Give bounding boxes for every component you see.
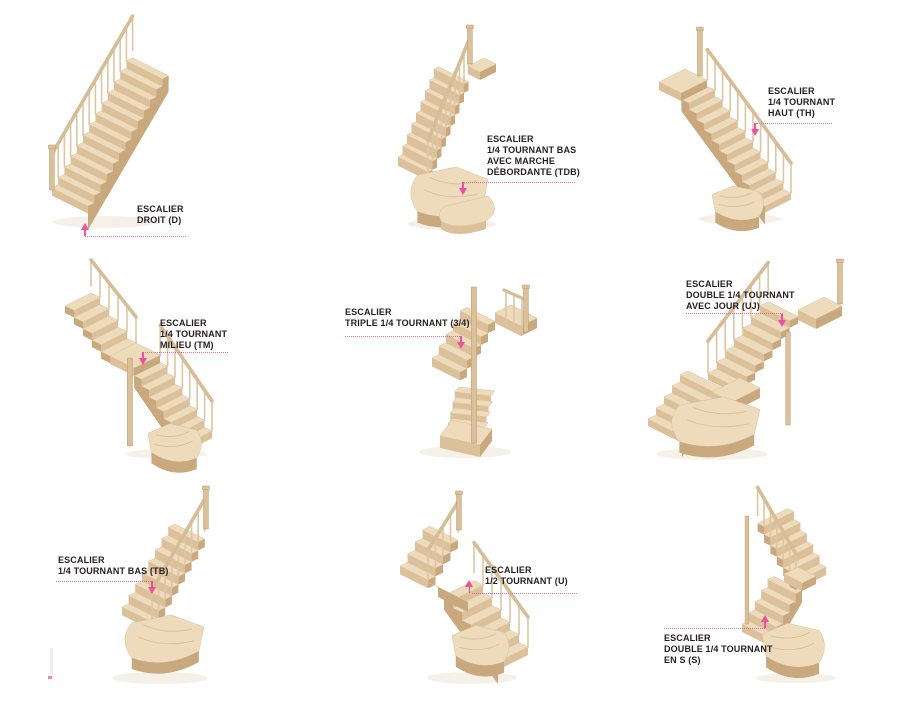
- cell-escalier-quart-tournant-bas-marche-debordante: ESCALIER 1/4 TOURNANT BAS AVEC MARCHE DÉ…: [300, 0, 600, 240]
- cell-escalier-quart-tournant-bas: ESCALIER 1/4 TOURNANT BAS (TB): [0, 480, 300, 720]
- stair-type-label: ESCALIER TRIPLE 1/4 TOURNANT (3/4): [345, 307, 470, 328]
- leader-line: [143, 352, 228, 353]
- cell-escalier-quart-tournant-milieu: ESCALIER 1/4 TOURNANT MILIEU (TM): [0, 240, 300, 480]
- stair-type-label: ESCALIER 1/4 TOURNANT BAS AVEC MARCHE DÉ…: [487, 134, 580, 177]
- leader-line: [85, 236, 186, 237]
- cell-escalier-double-quart-tournant-avec-jour: ESCALIER DOUBLE 1/4 TOURNANT AVEC JOUR (…: [600, 240, 900, 480]
- stair-illustration-th: [658, 26, 793, 232]
- stair-illustration-s: [741, 485, 836, 683]
- arrow-down-icon: [147, 581, 157, 594]
- leader-line: [472, 593, 577, 594]
- cell-escalier-triple-quart-tournant: ESCALIER TRIPLE 1/4 TOURNANT (3/4): [300, 240, 600, 480]
- page-artifact-pink: [48, 676, 52, 679]
- cell-escalier-quart-tournant-haut: ESCALIER 1/4 TOURNANT HAUT (TH): [600, 0, 900, 240]
- leader-line: [462, 182, 575, 183]
- stair-type-label: ESCALIER 1/4 TOURNANT HAUT (TH): [768, 86, 836, 118]
- stair-illustration-3-4: [419, 284, 538, 458]
- arrow-down-icon: [750, 123, 760, 136]
- stair-type-label: ESCALIER DROIT (D): [137, 204, 184, 225]
- cell-escalier-droit: ESCALIER DROIT (D): [0, 0, 300, 240]
- leader-line: [664, 628, 765, 629]
- stair-illustration-uj: [647, 258, 844, 460]
- arrow-down-icon: [456, 336, 466, 349]
- leader-line: [756, 123, 832, 124]
- arrow-up-icon: [80, 223, 90, 236]
- stair-illustration-u: [399, 490, 530, 684]
- arrow-down-icon: [777, 314, 787, 327]
- stair-illustration-tb: [112, 485, 210, 684]
- page-artifact: [50, 648, 53, 674]
- cell-escalier-double-quart-tournant-en-s: ESCALIER DOUBLE 1/4 TOURNANT EN S (S): [600, 480, 900, 720]
- leader-line: [345, 336, 462, 337]
- cell-escalier-demi-tournant: ESCALIER 1/2 TOURNANT (U): [300, 480, 600, 720]
- stair-illustration-tdb: [397, 24, 497, 234]
- stair-type-label: ESCALIER 1/4 TOURNANT MILIEU (TM): [160, 318, 228, 350]
- stair-type-label: ESCALIER DOUBLE 1/4 TOURNANT AVEC JOUR (…: [686, 279, 795, 311]
- stair-type-label: ESCALIER DOUBLE 1/4 TOURNANT EN S (S): [664, 633, 773, 665]
- leader-line: [56, 581, 153, 582]
- stair-type-label: ESCALIER 1/4 TOURNANT BAS (TB): [58, 555, 169, 576]
- arrow-down-icon: [458, 182, 468, 195]
- stair-type-label: ESCALIER 1/2 TOURNANT (U): [485, 565, 568, 586]
- arrow-down-icon: [138, 352, 148, 365]
- arrow-up-icon: [760, 615, 770, 628]
- arrow-up-icon: [465, 580, 474, 593]
- stair-illustration-tm: [64, 258, 214, 473]
- leader-line: [686, 313, 783, 314]
